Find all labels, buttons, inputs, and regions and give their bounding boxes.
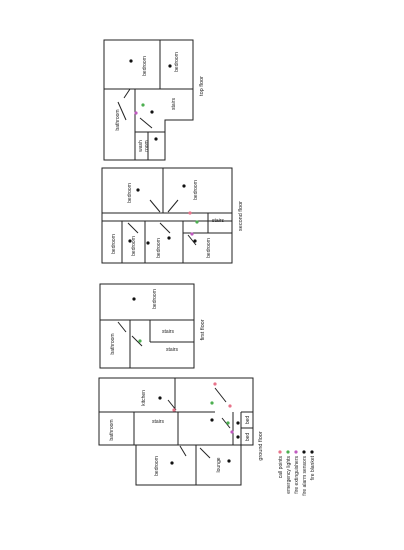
emergency-light-icon (138, 339, 142, 343)
legend-label: fire extinguishers (294, 456, 300, 494)
fire-extinguisher-icon (230, 430, 234, 434)
emergency-light-icon (210, 401, 214, 405)
emergency-light-icon (226, 421, 230, 425)
fire-alarm-sensor-icon (158, 396, 162, 400)
floor-title: second floor (238, 201, 244, 231)
room-label: wash (138, 140, 144, 152)
room-label: stairs (212, 218, 224, 224)
top-floor-plan: bedroom bedroom bathroom stairs wash roo… (103, 39, 205, 161)
legend-fire-blanket-icon (310, 450, 314, 454)
door-swing (117, 321, 127, 333)
door-swing (167, 199, 179, 213)
fire-alarm-sensor-icon (182, 184, 186, 188)
fire-alarm-sensor-icon (236, 421, 240, 425)
top-floor-lower-block (135, 88, 194, 161)
second-floor-plan: bedroom bedroom bedroom bedroom bedroom … (101, 167, 244, 264)
legend-label: emergency lights (286, 456, 292, 494)
room-label: bathroom (109, 419, 115, 440)
call-point-icon (228, 404, 232, 408)
room-label: kitchen (141, 390, 147, 406)
legend-call-point-icon (278, 450, 282, 454)
ground-floor-bathroom-wall (98, 411, 135, 446)
fire-alarm-sensor-icon (168, 64, 172, 68)
door-swing (221, 417, 231, 429)
door-swing (199, 447, 211, 459)
fire-alarm-sensor-icon (193, 239, 197, 243)
room-label: bedroom (131, 236, 137, 256)
fire-alarm-sensor-icon (170, 461, 174, 465)
room-label: bedroom (127, 183, 133, 203)
ground-floor-lower-block (135, 444, 242, 486)
legend: call points emergency lights fire exting… (278, 450, 316, 496)
room-label: bedroom (152, 289, 158, 309)
room-label: stairs (171, 98, 177, 110)
room-label: bathroom (115, 109, 121, 130)
door-swing (214, 387, 227, 403)
call-point-icon (213, 382, 217, 386)
second-floor-outline (101, 167, 233, 264)
fire-alarm-sensor-icon (167, 236, 171, 240)
fire-alarm-sensor-icon (154, 137, 158, 141)
door-swing (159, 222, 171, 234)
room-label: bed (245, 416, 251, 425)
door-swing (179, 445, 187, 457)
first-floor-outline (99, 283, 195, 369)
fire-alarm-sensor-icon (129, 59, 133, 63)
room-label: room (144, 140, 150, 151)
door-swing (139, 117, 153, 129)
room-label: bed (245, 433, 251, 442)
room-label: bedroom (156, 238, 162, 258)
fire-alarm-sensor-icon (132, 297, 136, 301)
room-label: bedroom (111, 234, 117, 254)
fire-extinguisher-icon (134, 111, 138, 115)
room-label: stairs (152, 419, 164, 425)
legend-label: fire alarm sensors (302, 456, 308, 496)
floor-title: ground floor (258, 431, 264, 461)
floor-title: top floor (199, 76, 205, 96)
ground-floor-plan: kitchen bathroom stairs bedroom lounge b… (98, 377, 264, 486)
emergency-light-icon (195, 220, 199, 224)
room-label: bedroom (142, 56, 148, 76)
door-swing (167, 399, 177, 411)
legend-label: fire blanket (310, 455, 316, 480)
legend-fire-extinguisher-icon (294, 450, 298, 454)
fire-blanket-icon (236, 435, 240, 439)
call-point-icon (172, 408, 176, 412)
door-swing (131, 335, 143, 347)
legend-label: call points (278, 456, 284, 479)
door-swing (149, 199, 161, 213)
call-point-icon (188, 211, 192, 215)
legend-fire-alarm-sensor-icon (302, 450, 306, 454)
room-label: stairs (162, 329, 174, 335)
room-label: lounge (216, 457, 222, 472)
door-swing (117, 101, 127, 121)
emergency-light-icon (141, 103, 145, 107)
top-floor-bathroom-wall (103, 88, 136, 161)
fire-alarm-sensor-icon (150, 110, 154, 114)
fire-alarm-sensor-icon (128, 239, 132, 243)
room-label: bedroom (206, 238, 212, 258)
door-swing (127, 222, 139, 234)
door-swing (187, 234, 197, 246)
room-label: bedroom (193, 180, 199, 200)
room-label: stairs (166, 347, 178, 353)
fire-alarm-sensor-icon (136, 188, 140, 192)
fire-alarm-sensor-icon (146, 241, 150, 245)
room-label: bathroom (110, 333, 116, 354)
first-floor-plan: bedroom bathroom stairs stairs first flo… (99, 283, 206, 369)
room-label: bedroom (154, 456, 160, 476)
floor-title: first floor (200, 319, 206, 340)
door-swing (123, 88, 131, 99)
legend-emergency-light-icon (286, 450, 290, 454)
fire-alarm-sensor-icon (227, 459, 231, 463)
room-label: bedroom (174, 52, 180, 72)
fire-extinguisher-icon (190, 232, 194, 236)
fire-alarm-sensor-icon (210, 418, 214, 422)
